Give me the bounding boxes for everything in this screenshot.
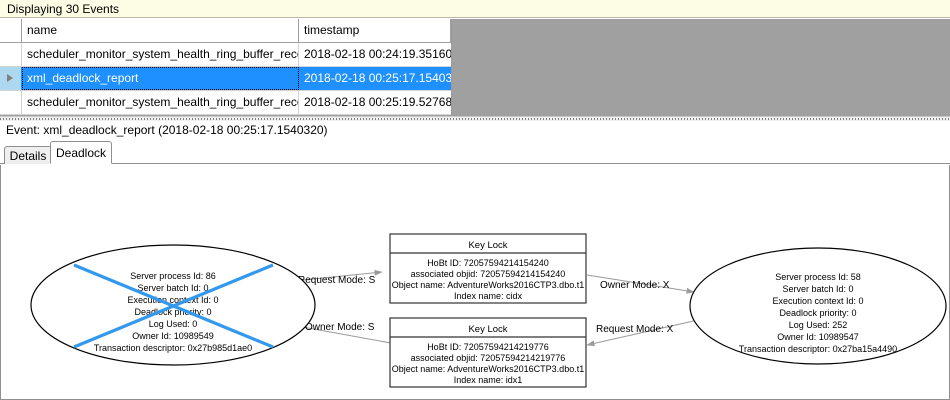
events-grid[interactable]: name timestamp scheduler_monitor_system_… (0, 19, 452, 115)
process-left-line-5: Owner Id: 10989549 (132, 331, 214, 341)
row-timestamp: 2018-02-18 00:24:19.3516078 (304, 47, 451, 61)
edge-right-request-label: Request Mode: X (596, 324, 674, 335)
tab-strip: Details Deadlock (0, 139, 950, 165)
row-timestamp: 2018-02-18 00:25:19.5276859 (304, 95, 451, 109)
events-banner-label: Displaying 30 Events (7, 2, 120, 16)
process-left-line-4: Log Used: 0 (149, 319, 198, 329)
process-left-line-3: Deadlock priority: 0 (134, 307, 211, 317)
key-lock-bottom-line-3: Index name: idx1 (454, 375, 523, 385)
row-timestamp: 2018-02-18 00:25:17.1540320 (304, 71, 451, 85)
edge-right-owner-label: Owner Mode: X (600, 280, 670, 291)
tab-details[interactable]: Details (4, 146, 52, 164)
process-right-line-2: Execution context Id: 0 (772, 296, 863, 306)
key-lock-top-line-1: associated objid: 72057594214154240 (411, 269, 566, 279)
event-header: Event: xml_deadlock_report (2018-02-18 0… (0, 121, 950, 139)
process-left-line-1: Server batch Id: 0 (137, 283, 208, 293)
edge-left-request-label: Request Mode: S (298, 275, 376, 286)
row-name: xml_deadlock_report (22, 67, 299, 90)
grid-header-selector (0, 19, 22, 42)
key-lock-bottom-title: Key Lock (468, 324, 507, 335)
events-banner: Displaying 30 Events (0, 0, 950, 18)
process-left-line-6: Transaction descriptor: 0x27b985d1ae0 (94, 343, 252, 353)
process-node-left[interactable]: Server process Id: 86 Server batch Id: 0… (30, 244, 316, 366)
process-right-line-6: Transaction descriptor: 0x27ba15a4490 (739, 344, 897, 354)
key-lock-bottom-line-0: HoBt ID: 72057594214219776 (427, 342, 549, 352)
deadlock-graph-canvas[interactable]: Request Mode: S Owner Mode: S Owner Mode… (0, 165, 950, 400)
key-lock-bottom-line-1: associated objid: 72057594214219776 (411, 353, 566, 363)
event-header-label: Event: xml_deadlock_report (2018-02-18 0… (6, 123, 328, 137)
resource-node-key-lock-bottom[interactable]: Key Lock HoBt ID: 72057594214219776 asso… (389, 317, 587, 388)
row-selector[interactable] (0, 91, 22, 114)
process-left-line-0: Server process Id: 86 (130, 271, 216, 281)
edge-left-owner-label: Owner Mode: S (305, 322, 375, 333)
tab-deadlock[interactable]: Deadlock (50, 141, 112, 164)
row-selector[interactable] (0, 67, 22, 90)
table-row[interactable]: scheduler_monitor_system_health_ring_buf… (0, 91, 451, 115)
row-selector[interactable] (0, 43, 22, 66)
table-row[interactable]: xml_deadlock_report 2018-02-18 00:25:17.… (0, 67, 451, 91)
process-left-line-2: Execution context Id: 0 (127, 295, 218, 305)
key-lock-top-line-0: HoBt ID: 72057594214154240 (427, 258, 549, 268)
process-right-line-5: Owner Id: 10989547 (777, 332, 859, 342)
edge-right-request: Request Mode: X (586, 319, 699, 347)
row-name: scheduler_monitor_system_health_ring_buf… (22, 91, 299, 114)
deadlock-victim-cross-icon (73, 263, 274, 349)
process-right-line-3: Deadlock priority: 0 (779, 308, 856, 318)
key-lock-top-title: Key Lock (468, 240, 507, 251)
process-right-line-4: Log Used: 252 (789, 320, 848, 330)
horizontal-splitter[interactable] (0, 116, 950, 121)
grid-header-row: name timestamp (0, 19, 451, 43)
events-grid-area: name timestamp scheduler_monitor_system_… (0, 19, 950, 116)
resource-node-key-lock-top[interactable]: Key Lock HoBt ID: 72057594214154240 asso… (389, 233, 587, 304)
grid-header-name[interactable]: name (22, 19, 299, 42)
edge-right-owner: Owner Mode: X (586, 274, 695, 294)
process-right-line-1: Server batch Id: 0 (782, 284, 853, 294)
splitter-grip-icon (0, 118, 950, 120)
grid-header-timestamp[interactable]: timestamp (299, 19, 451, 42)
row-pointer-icon (7, 74, 13, 82)
key-lock-bottom-line-2: Object name: AdventureWorks2016CTP3.dbo.… (392, 364, 584, 374)
tab-strip-divider (0, 163, 950, 164)
deadlock-graph: Request Mode: S Owner Mode: S Owner Mode… (30, 233, 947, 388)
process-right-line-0: Server process Id: 58 (775, 272, 861, 282)
key-lock-top-line-2: Object name: AdventureWorks2016CTP3.dbo.… (392, 280, 584, 290)
row-name: scheduler_monitor_system_health_ring_buf… (22, 43, 299, 66)
table-row[interactable]: scheduler_monitor_system_health_ring_buf… (0, 43, 451, 67)
process-node-right[interactable]: Server process Id: 58 Server batch Id: 0… (689, 247, 947, 365)
key-lock-top-line-3: Index name: cidx (454, 291, 523, 301)
